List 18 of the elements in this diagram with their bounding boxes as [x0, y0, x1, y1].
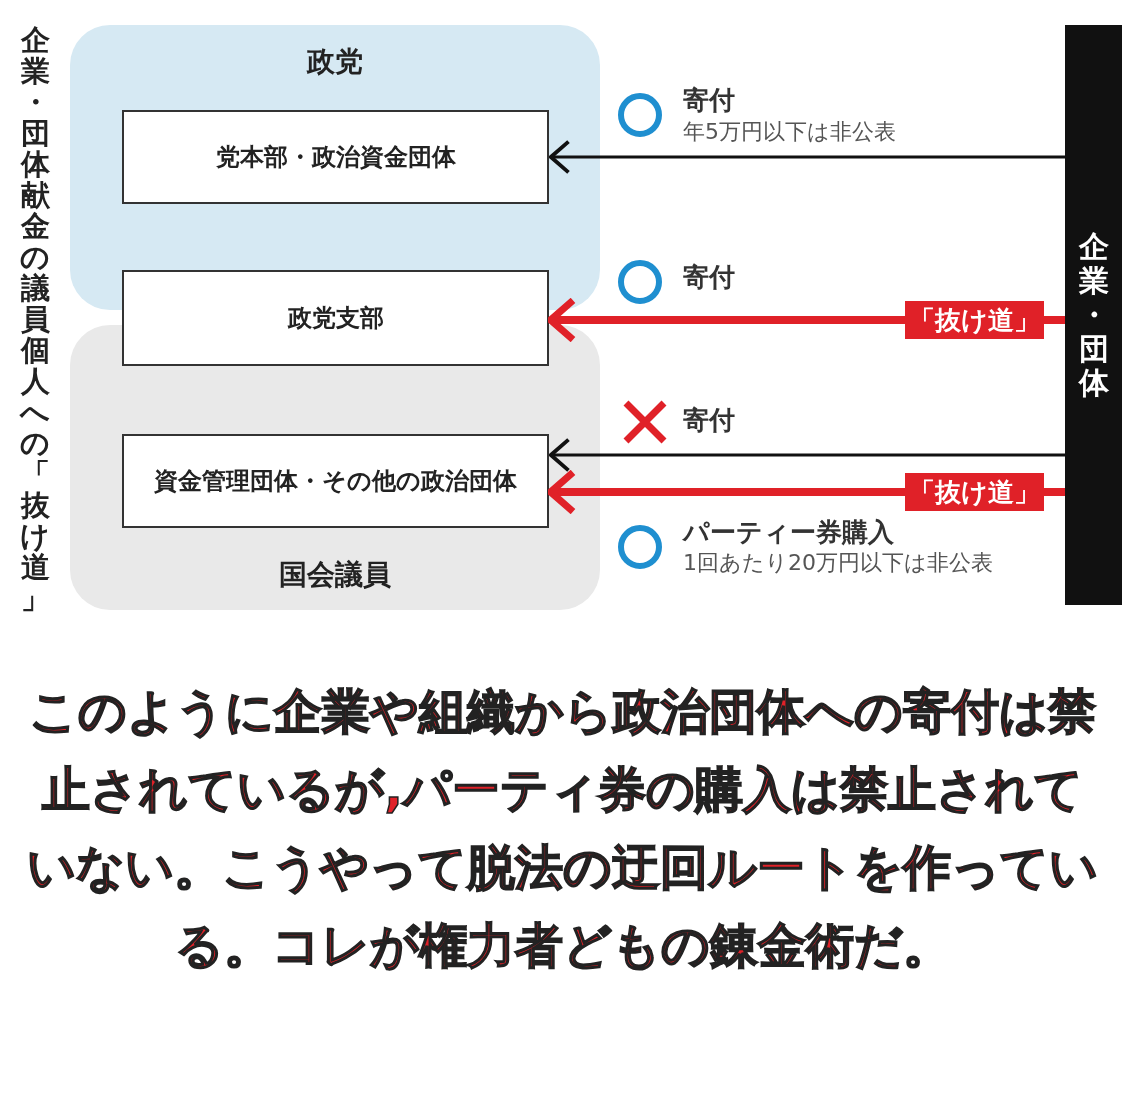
process-box: 政党支部 — [122, 270, 549, 366]
note-text: パーティー券購入 — [683, 516, 894, 549]
process-box: 資金管理団体・その他の政治団体 — [122, 434, 549, 528]
entity-bar: 企業・団体 — [1065, 25, 1122, 605]
note-text: 寄付 — [683, 261, 735, 294]
note-text: 年5万円以下は非公表 — [683, 118, 896, 146]
edge-label: 寄付 — [683, 404, 735, 437]
edge-label: 「抜け道」 — [905, 301, 1044, 339]
arrow — [549, 139, 1065, 175]
caption: このように企業や組織から政治団体への寄付は禁止されているが,パーティ券の購入は禁止されていない。こうやって脱法の迂回ルートを作っている。コレが権力者どもの錬金術だ。 — [26, 682, 1099, 975]
group-heading: 政党 — [305, 44, 364, 80]
group-heading: 国会議員 — [278, 557, 392, 593]
edge-label: 「抜け道」 — [905, 473, 1044, 511]
process-box: 党本部・政治資金団体 — [122, 110, 549, 204]
note-text: 1回あたり20万円以下は非公表 — [683, 549, 993, 577]
arrow — [549, 437, 1065, 473]
title: 企業・団体献金の議員個人への「抜け道」 — [18, 25, 51, 614]
edge-label: 寄付 — [683, 84, 735, 117]
